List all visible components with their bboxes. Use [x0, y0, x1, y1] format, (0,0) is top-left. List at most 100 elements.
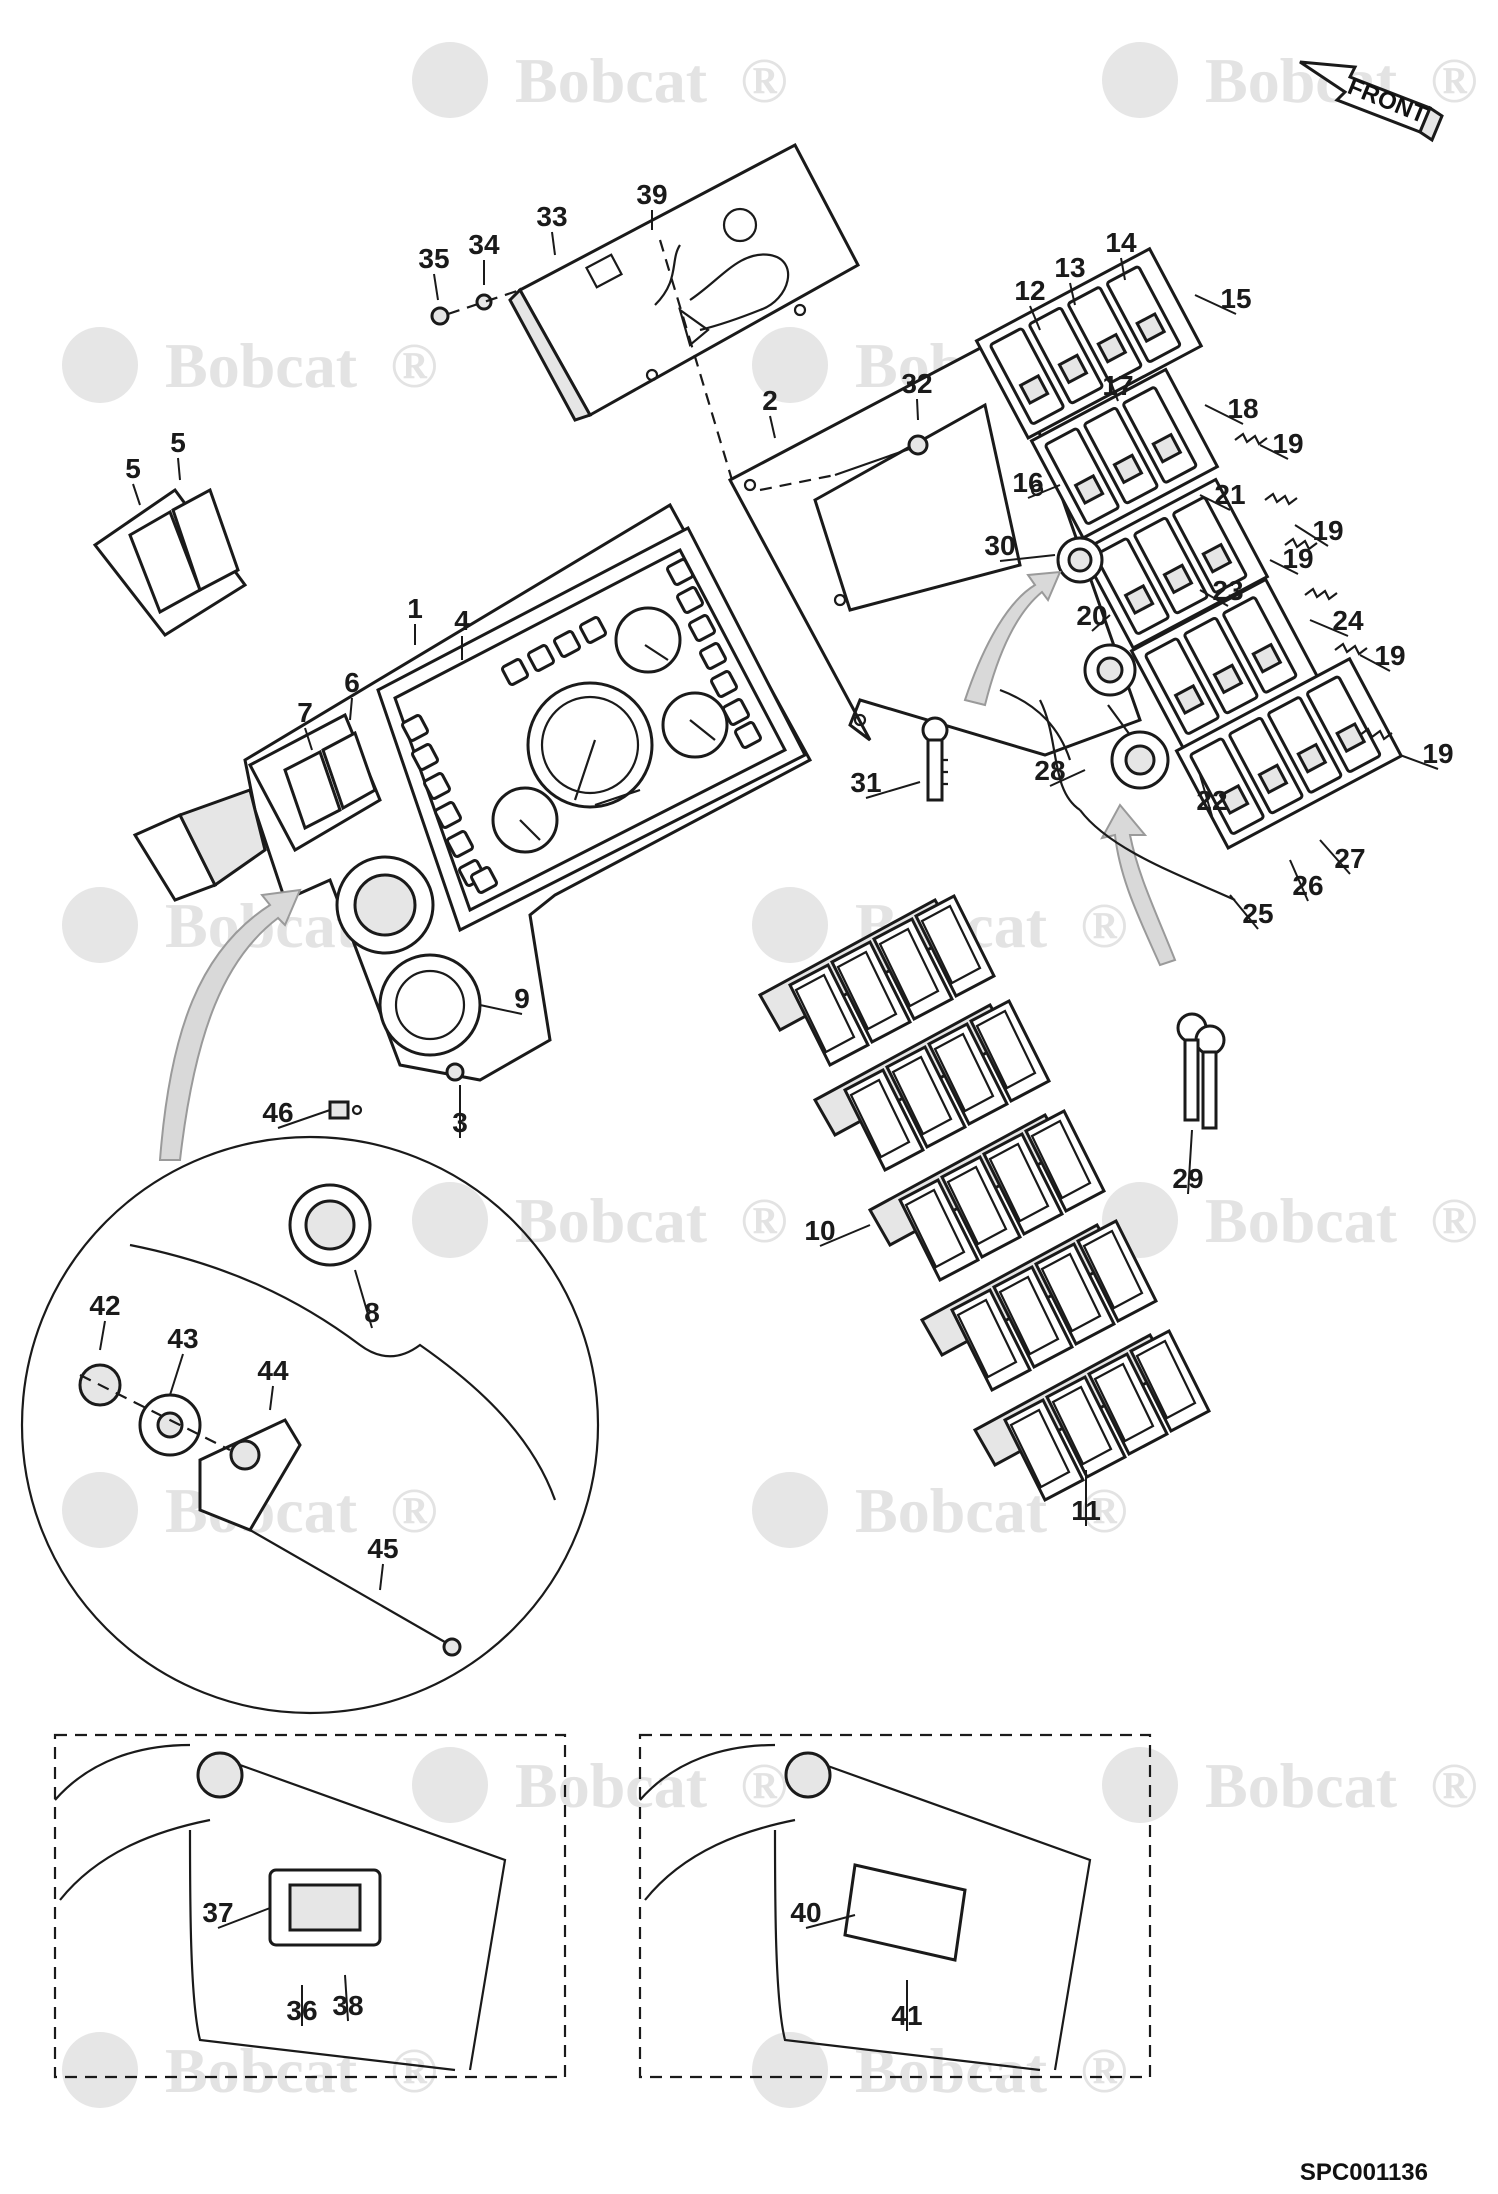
callout-label: 20 [1076, 600, 1107, 631]
callout-label: 17 [1102, 370, 1133, 401]
callout-labels: 1234556789101112131415161718191919191920… [89, 179, 1453, 2031]
callout-label: 11 [1071, 1495, 1101, 1526]
callout-label: 10 [804, 1215, 835, 1246]
watermark-text: Bobcat [1205, 1185, 1398, 1256]
callout-label: 24 [1332, 605, 1364, 636]
watermark-mark: ® [390, 2035, 438, 2106]
callout-leader [769, 415, 776, 439]
switch-row [972, 1328, 1211, 1503]
callout-label: 40 [790, 1897, 821, 1928]
callout-leader [1029, 305, 1041, 331]
callout-label: 27 [1334, 843, 1365, 874]
callout-leader [1259, 444, 1289, 460]
callout-label: 22 [1196, 785, 1227, 816]
watermark-text: Bobcat [855, 1475, 1048, 1546]
callout-arrow-knob [158, 888, 302, 1161]
steering-stalk [132, 788, 267, 902]
spring [1234, 432, 1268, 446]
callout-label: 33 [536, 201, 567, 232]
callout-leader [1319, 839, 1351, 875]
callout-label: 2 [762, 385, 778, 416]
callout-label: 31 [850, 767, 881, 798]
spring [1334, 642, 1368, 656]
key-31 [921, 716, 949, 802]
watermarks: Bobcat ® Bobcat ® Bobcat ® Bobcat ® Bobcat ® Bobca… [62, 42, 1478, 2108]
callout-leader [1359, 654, 1391, 672]
callout-leader [1069, 282, 1076, 306]
switch-rows-10-11 [757, 893, 1211, 1503]
rocker-switch [1067, 286, 1143, 384]
watermark-text: Bobcat [515, 1750, 708, 1821]
callout-label: 5 [125, 453, 141, 484]
callout-label: 6 [344, 667, 360, 698]
watermark: Bobcat ® [412, 1182, 788, 1258]
ignition-switch-30 [1056, 536, 1104, 584]
callout-label: 42 [89, 1290, 120, 1321]
spring [1359, 727, 1393, 741]
callout-label: 7 [297, 697, 313, 728]
callout-label: 19 [1272, 428, 1303, 459]
callout-label: 19 [1374, 640, 1405, 671]
watermark-mark: ® [1080, 2035, 1128, 2106]
watermark-text: Bobcat [515, 45, 708, 116]
watermark-mark: ® [1080, 890, 1128, 961]
display-button [401, 714, 429, 742]
watermark-text: Bobcat [515, 1185, 708, 1256]
display-button [699, 642, 727, 670]
callout-label: 45 [367, 1533, 398, 1564]
rocker-switch [1106, 265, 1182, 363]
watermark: Bobcat® [62, 327, 438, 403]
harness-28 [1039, 699, 1081, 811]
callout-leader [819, 1224, 871, 1247]
callout-leader [1109, 379, 1119, 402]
watermark-mark: ® [740, 1185, 788, 1256]
watermark-text: Bobcat [1205, 1750, 1398, 1821]
watermark-mark: ® [1080, 1475, 1128, 1546]
callout-label: 41 [891, 2000, 922, 2031]
callout-leader [551, 231, 556, 256]
switch-cluster-right [974, 246, 1404, 850]
harness-25 [1079, 809, 1236, 902]
callout-label: 14 [1105, 227, 1137, 258]
rocker-switch [1044, 427, 1120, 525]
callout-leader [1194, 294, 1237, 315]
callout-leader [217, 1907, 271, 1929]
callout-leader [1229, 894, 1259, 930]
switch-bank [1029, 367, 1220, 540]
detail-potentiometer-44 [198, 1418, 302, 1532]
display-button [710, 670, 738, 698]
callout-label: 9 [514, 983, 530, 1014]
display-button [446, 830, 474, 858]
rod-32 [834, 434, 929, 477]
callout-label: 46 [262, 1097, 293, 1128]
rotary-knob-9 [378, 953, 482, 1057]
watermark: Bobcat® [62, 1472, 438, 1548]
callout-leader [1027, 484, 1061, 499]
callout-leader [1204, 404, 1244, 425]
callout-leader [1187, 1129, 1193, 1195]
callout-label: 19 [1312, 515, 1343, 546]
display-button [470, 866, 498, 894]
spring [1284, 537, 1318, 551]
callout-leader [479, 1004, 523, 1015]
watermark-mark: ® [740, 1750, 788, 1821]
cover-panel-33 [508, 142, 861, 422]
watermark-text: Bobcat [165, 2035, 358, 2106]
callout-label: 28 [1034, 755, 1065, 786]
watermark-mark: ® [1430, 1750, 1478, 1821]
rocker-switch [1172, 496, 1248, 594]
callout-label: 37 [202, 1897, 233, 1928]
rocker-switch [1144, 637, 1220, 735]
watermark: Bobcat® [412, 42, 788, 118]
callout-leader [177, 457, 181, 481]
callout-leader [379, 1563, 384, 1591]
callout-leader [1199, 774, 1213, 817]
reference-code: SPC001136 [1300, 2159, 1428, 2186]
callout-leader [1269, 559, 1299, 575]
watermark-mark: ® [390, 330, 438, 401]
callout-label: 15 [1220, 283, 1251, 314]
callout-leader [99, 1320, 106, 1351]
display-button [434, 801, 462, 829]
callout-leader [1199, 589, 1229, 607]
